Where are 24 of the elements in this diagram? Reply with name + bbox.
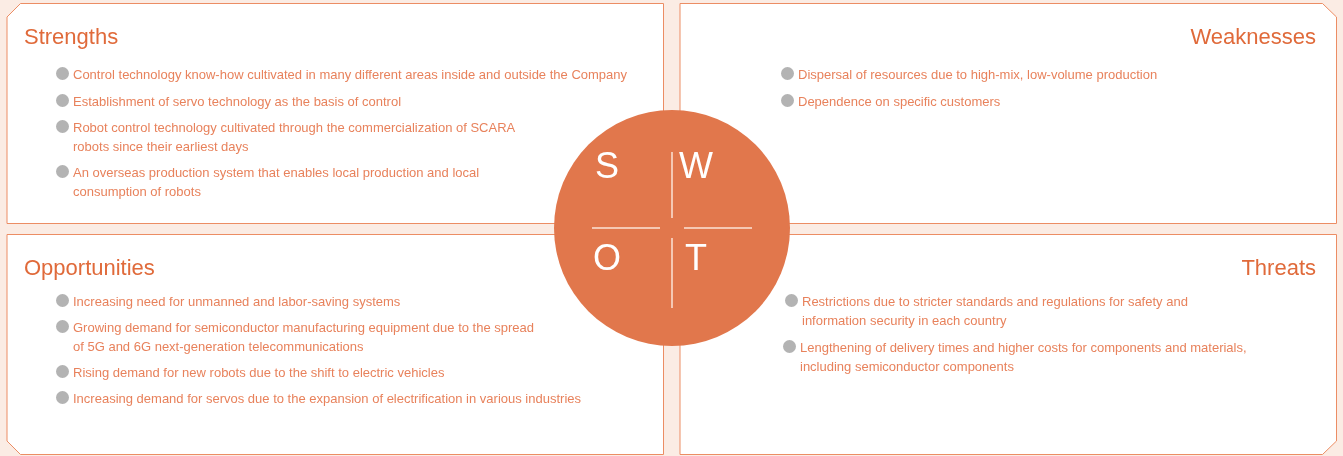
quadrant-panel — [6, 3, 664, 224]
swot-letter: W — [678, 146, 714, 186]
bullet-text: Growing demand for semiconductor manufacturing equipment due to the spread of 5G and 6G next-generation telecommunications — [73, 319, 536, 356]
swot-letter: S — [594, 146, 620, 186]
bullet-text: Increasing need for unmanned and labor-saving systems — [73, 293, 401, 311]
bullet-text: Dependence on specific customers — [798, 93, 1001, 111]
bullet-text: Control technology know-how cultivated in many different areas inside and outside the Company — [73, 66, 628, 84]
quadrant-panel — [6, 234, 664, 455]
bullet-text: An overseas production system that enables local production and local consumption of robots — [73, 164, 481, 201]
bullet-text: Restrictions due to stricter standards and regulations for safety and information security in each country — [802, 293, 1189, 330]
quadrant-heading: Opportunities — [24, 254, 155, 282]
swot-letter: O — [592, 238, 622, 278]
quadrant-heading: Threats — [1241, 254, 1316, 282]
quadrant-panel — [679, 3, 1337, 224]
bullet-text: Dispersal of resources due to high-mix, low-volume production — [798, 66, 1158, 84]
bullet-text: Increasing demand for servos due to the expansion of electrification in various industries — [73, 390, 581, 408]
quadrant-panel — [679, 234, 1337, 455]
bullet-text: Establishment of servo technology as the basis of control — [73, 93, 402, 111]
bullet-text: Rising demand for new robots due to the shift to electric vehicles — [73, 364, 445, 382]
quadrant-heading: Strengths — [24, 23, 119, 51]
bullet-text: Robot control technology cultivated through the commercialization of SCARA robots since their earliest days — [73, 119, 516, 156]
quadrant-heading: Weaknesses — [1190, 23, 1316, 51]
bullet-text: Lengthening of delivery times and higher costs for components and materials, including semiconductor components — [800, 339, 1248, 376]
swot-letter: T — [684, 238, 708, 278]
